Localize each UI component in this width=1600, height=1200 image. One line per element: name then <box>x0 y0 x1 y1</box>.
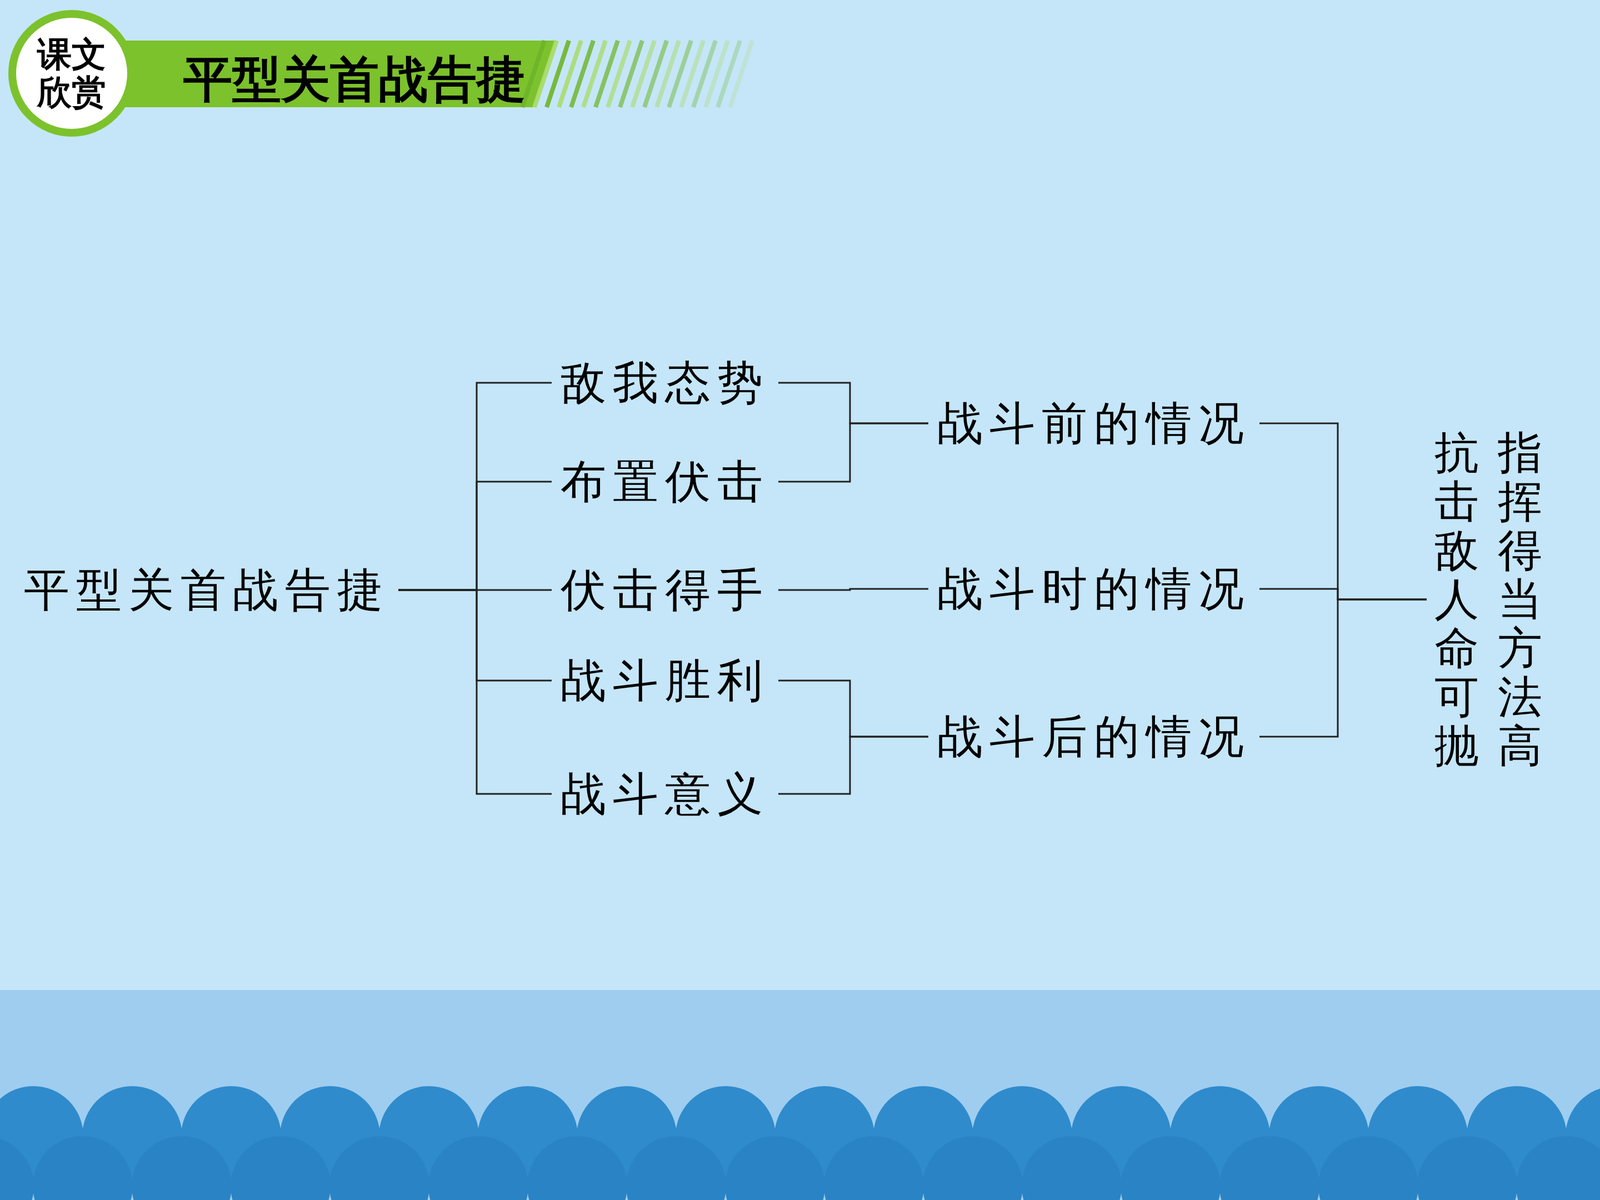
scallop <box>1021 1136 1122 1200</box>
bracket-connector <box>398 481 552 590</box>
label-text: 敌我态势 <box>560 355 770 410</box>
stripe <box>632 40 655 108</box>
header-stripes <box>522 40 753 108</box>
stripe <box>620 40 643 108</box>
stripe <box>522 40 545 108</box>
scallop <box>0 1136 34 1200</box>
section-item: 伏击得手 <box>557 560 773 620</box>
stripe <box>668 40 692 108</box>
lesson-title: 平型关首战告捷 <box>183 48 526 110</box>
scallop <box>32 1136 133 1200</box>
stage-item: 战斗前的情况 <box>933 393 1254 453</box>
scallop <box>329 1136 430 1200</box>
section-item: 战斗意义 <box>557 764 773 824</box>
label-text: 战斗意义 <box>560 766 770 822</box>
bracket-connector <box>778 736 929 794</box>
label-text: 战斗前的情况 <box>937 396 1251 451</box>
label-text: 战斗时的情况 <box>937 561 1251 617</box>
label-text: 课文 欣赏 <box>35 35 108 112</box>
stripe <box>656 40 679 108</box>
scallop <box>527 1136 628 1200</box>
scallop <box>1318 1136 1419 1200</box>
stripe <box>558 40 582 108</box>
scallop <box>230 1136 331 1200</box>
stripe <box>595 40 618 108</box>
bracket-connector <box>1259 423 1427 600</box>
stripe <box>546 40 569 108</box>
theme-columns: 指挥得当方法高抗击敌人命可抛 <box>1432 426 1545 773</box>
stripe <box>693 40 716 108</box>
label-text: 布置伏击 <box>560 454 770 509</box>
vertical-text: 指挥得当方法高 <box>1497 428 1543 771</box>
root-topic: 平型关首战告捷 <box>20 560 393 620</box>
scallop <box>922 1136 1023 1200</box>
scallop <box>1417 1136 1518 1200</box>
bracket-connector <box>398 590 552 681</box>
bracket-connector <box>1259 588 1427 600</box>
label-text: 战斗胜利 <box>560 653 770 708</box>
stripe <box>681 40 704 108</box>
stripe <box>730 40 753 108</box>
label-text: 战斗后的情况 <box>937 709 1251 764</box>
bracket-connector <box>778 382 929 424</box>
stage-item: 战斗时的情况 <box>933 559 1254 619</box>
label-text: 平型关首战告捷 <box>23 562 390 618</box>
scallop <box>725 1136 825 1200</box>
vertical-text: 抗击敌人命可抛 <box>1434 428 1479 771</box>
scallop <box>626 1136 727 1200</box>
stripe <box>571 40 594 108</box>
stripe <box>583 40 606 108</box>
bracket-connector <box>398 382 552 590</box>
stripe <box>534 40 557 108</box>
stripe <box>607 40 630 108</box>
scallop <box>428 1136 529 1200</box>
label-text: 伏击得手 <box>560 562 770 618</box>
section-item: 敌我态势 <box>557 353 773 413</box>
stripe <box>717 40 740 108</box>
bracket-connector <box>778 588 929 590</box>
scallop <box>1516 1136 1600 1200</box>
bracket-connector <box>398 590 552 794</box>
scallop <box>131 1136 232 1200</box>
scallop <box>1219 1136 1320 1200</box>
bracket-connector <box>778 423 929 482</box>
scallop <box>823 1136 924 1200</box>
stripe <box>705 40 728 108</box>
section-item: 战斗胜利 <box>557 651 773 710</box>
bracket-connector <box>778 680 929 737</box>
stripe <box>644 40 667 108</box>
bracket-connector <box>1259 599 1427 737</box>
section-item: 布置伏击 <box>557 452 773 512</box>
scallop <box>1120 1136 1221 1200</box>
badge-circle: 课文 欣赏 <box>8 10 135 137</box>
stage-item: 战斗后的情况 <box>933 707 1254 767</box>
scallop-row <box>0 1086 1600 1200</box>
